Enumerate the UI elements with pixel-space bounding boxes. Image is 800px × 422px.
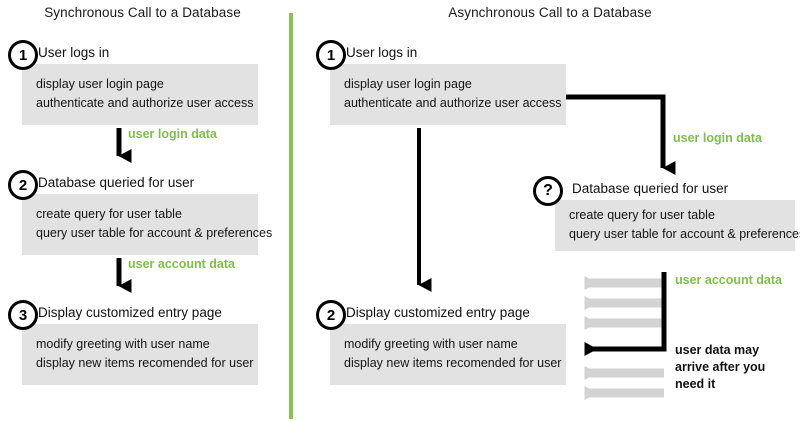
note-line: need it (675, 377, 716, 391)
right-gray-return-arrows-upper (584, 276, 664, 330)
note-line: arrive after you (675, 360, 766, 374)
detail-line: modify greeting with user name (36, 337, 210, 351)
detail-line: display new items recomended for user (36, 356, 254, 370)
right-step-2-heading: Display customized entry page (346, 305, 530, 320)
right-step-1-details: display user login page authenticate and… (330, 64, 566, 125)
panel-divider (289, 13, 293, 419)
right-arrow-account-data-return (584, 272, 667, 356)
left-step-1-badge: 1 (8, 40, 38, 70)
detail-line: display new items recomended for user (344, 356, 562, 370)
right-panel-title: Asynchronous Call to a Database (448, 5, 652, 20)
right-step-2-details: modify greeting with user name display n… (330, 324, 566, 385)
left-step-1-heading: User logs in (38, 45, 110, 60)
left-step-2-badge: 2 (8, 170, 38, 200)
left-step-2-details: create query for user table query user t… (22, 194, 273, 255)
right-late-arrival-note: user data may arrive after you need it (675, 342, 765, 393)
detail-line: query user table for account & preferenc… (36, 226, 273, 240)
right-step-2-badge: 2 (316, 300, 346, 330)
detail-line: authenticate and authorize user access (344, 96, 562, 110)
left-arrow-label-account-data: user account data (128, 257, 235, 271)
left-step-2-heading: Database queried for user (38, 175, 195, 190)
right-step-db-heading: Database queried for user (572, 181, 729, 196)
detail-line: create query for user table (36, 207, 182, 221)
right-gray-return-arrows-lower (584, 366, 664, 400)
left-arrow-label-login-data: user login data (128, 127, 217, 141)
right-step-db-details: create query for user table query user t… (555, 200, 800, 251)
right-step-1-heading: User logs in (346, 45, 418, 60)
right-arrow-login-data-elbow (566, 94, 676, 175)
left-step-3-badge: 3 (8, 300, 38, 330)
detail-line: modify greeting with user name (344, 337, 518, 351)
left-step-3-details: modify greeting with user name display n… (22, 324, 258, 385)
right-arrow-label-account-data: user account data (675, 273, 782, 287)
note-line: user data may (675, 343, 760, 357)
detail-line: authenticate and authorize user access (36, 96, 254, 110)
left-step-3-heading: Display customized entry page (38, 305, 222, 320)
left-panel-title: Synchronous Call to a Database (44, 5, 241, 20)
detail-line: display user login page (344, 77, 472, 91)
left-step-1-details: display user login page authenticate and… (22, 64, 258, 125)
right-step-db-badge: ? (533, 176, 563, 206)
detail-line: create query for user table (569, 208, 715, 222)
right-arrow-label-login-data: user login data (673, 131, 762, 145)
detail-line: display user login page (36, 77, 164, 91)
detail-line: query user table for account & preferenc… (569, 227, 800, 241)
right-step-1-badge: 1 (316, 40, 346, 70)
